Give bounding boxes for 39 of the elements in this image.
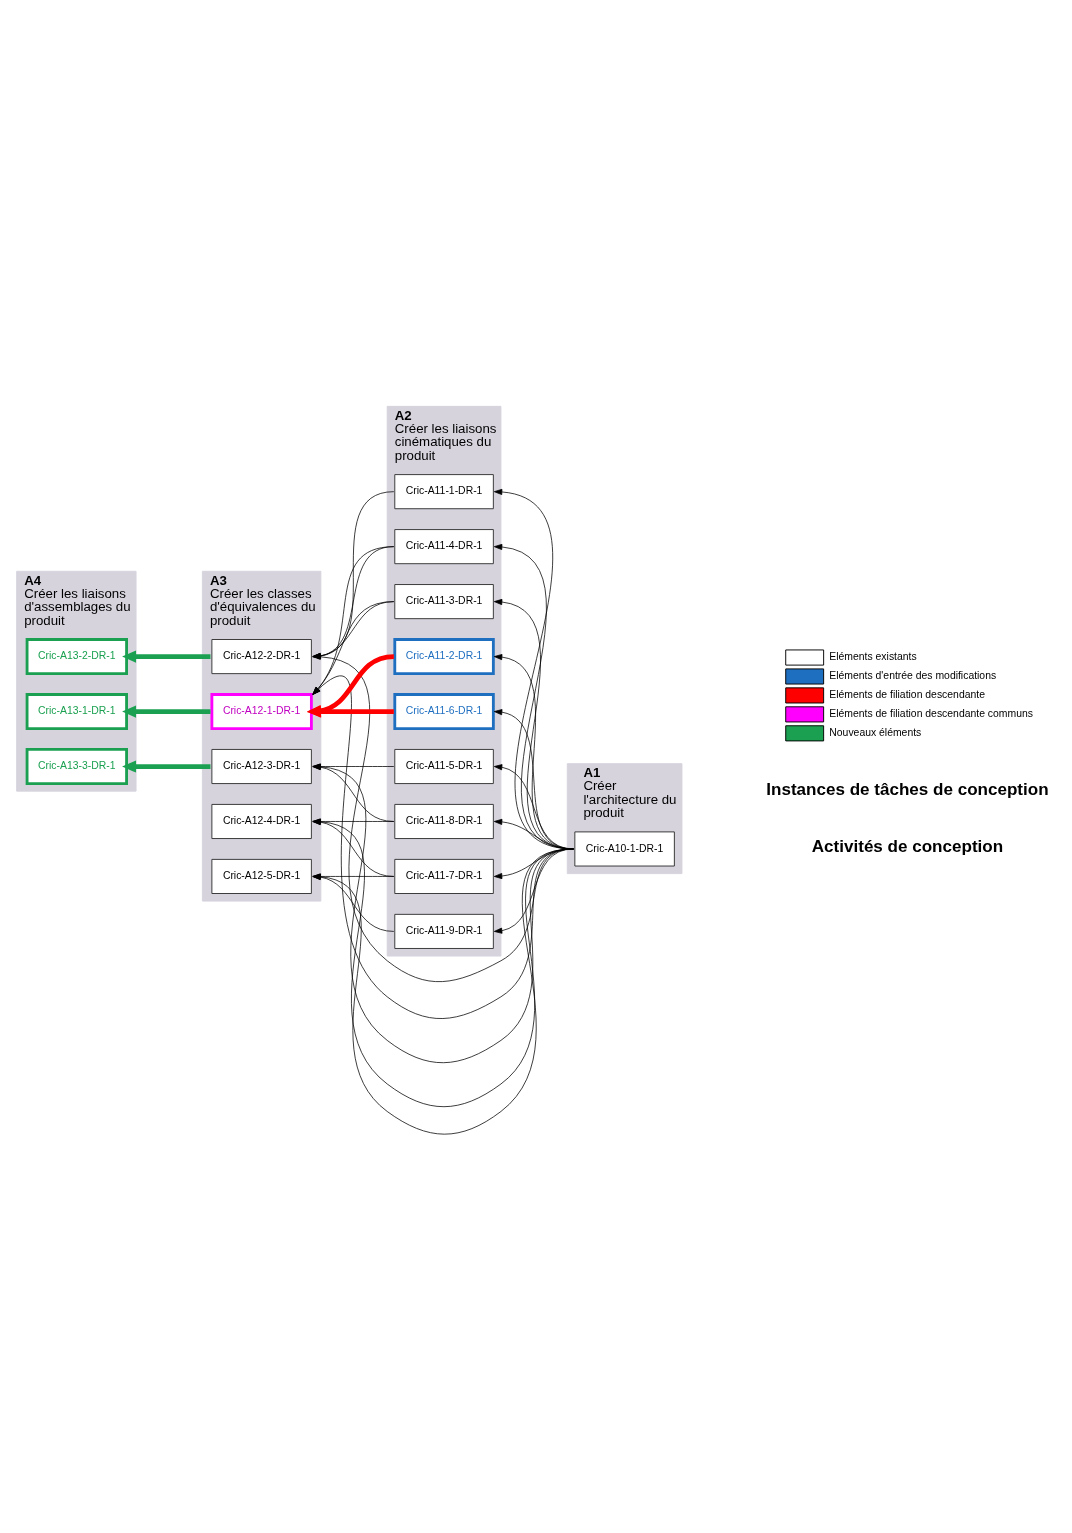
node-box: Cric-A13-3-DR-1 bbox=[25, 748, 128, 785]
node-box: Cric-A11-8-DR-1 bbox=[394, 803, 494, 839]
legend-label: Eléments existants bbox=[829, 651, 917, 663]
node-box: Cric-A11-3-DR-1 bbox=[394, 584, 494, 620]
node-box: Cric-A11-5-DR-1 bbox=[394, 748, 494, 785]
arrow bbox=[122, 760, 211, 773]
node-box: Cric-A13-1-DR-1 bbox=[25, 693, 128, 730]
node-box: Cric-A12-4-DR-1 bbox=[211, 803, 312, 839]
arrow bbox=[312, 601, 395, 695]
node-box: Cric-A11-4-DR-1 bbox=[394, 529, 494, 565]
arrow bbox=[306, 705, 394, 718]
node-box: Cric-A11-2-DR-1 bbox=[393, 638, 495, 676]
node-box: Cric-A11-6-DR-1 bbox=[393, 693, 495, 730]
label: Instances de tâches de conception bbox=[766, 780, 1049, 800]
arrow bbox=[122, 705, 211, 718]
arrow bbox=[306, 654, 395, 718]
arrow bbox=[312, 764, 395, 822]
node-box: Cric-A12-5-DR-1 bbox=[211, 858, 312, 894]
arrow bbox=[312, 546, 395, 695]
legend-label: Eléments d'entrée des modifications bbox=[829, 670, 997, 682]
node-box: Cric-A13-2-DR-1 bbox=[25, 638, 128, 676]
arrow bbox=[312, 546, 395, 659]
arrow bbox=[312, 763, 395, 770]
node-box: Cric-A11-1-DR-1 bbox=[394, 474, 494, 510]
node-box: Cric-A12-1-DR-1 bbox=[210, 693, 313, 730]
arrow bbox=[312, 601, 395, 659]
arrow bbox=[122, 650, 211, 663]
arrow bbox=[312, 491, 395, 660]
label: Activités de conception bbox=[811, 837, 1004, 857]
node-box: Cric-A11-7-DR-1 bbox=[394, 858, 494, 894]
node-box: Cric-A12-3-DR-1 bbox=[211, 748, 312, 785]
node-box: Cric-A11-9-DR-1 bbox=[394, 913, 494, 949]
node-box: Cric-A10-1-DR-1 bbox=[574, 831, 675, 867]
legend-label: Eléments de filiation descendante bbox=[829, 689, 985, 701]
arrow bbox=[312, 874, 395, 932]
arrow bbox=[312, 873, 395, 880]
legend-label: Eléments de filiation descendante communs bbox=[829, 708, 1033, 720]
legend-label: Nouveaux éléments bbox=[829, 726, 922, 738]
node-box: Cric-A12-2-DR-1 bbox=[211, 639, 312, 675]
